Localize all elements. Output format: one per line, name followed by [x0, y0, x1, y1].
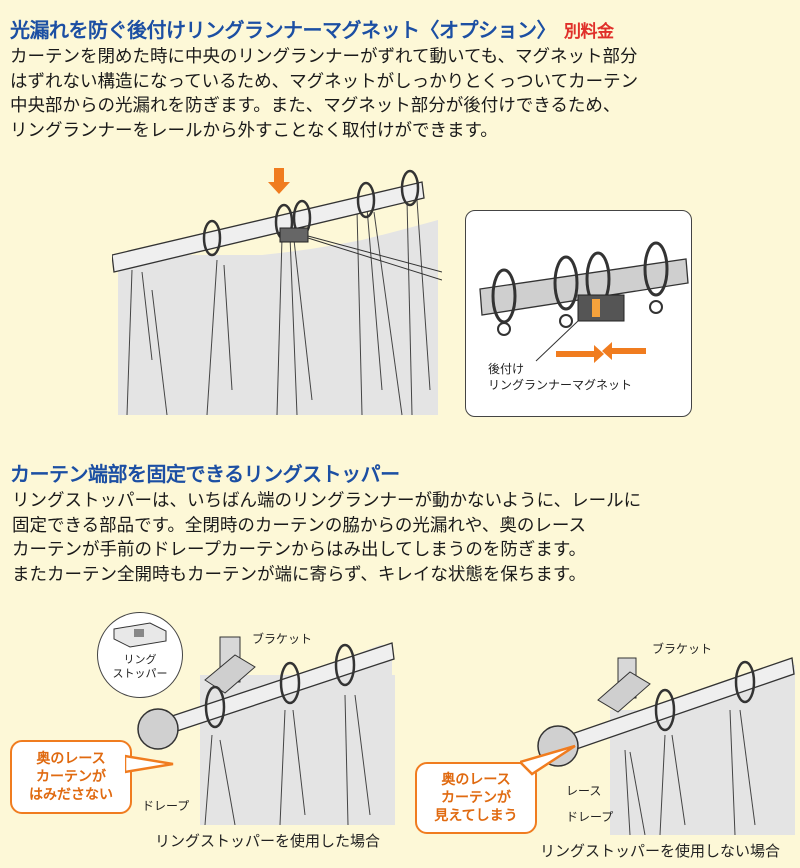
magnet-block — [279, 227, 309, 243]
magnet-label-line: 後付け — [488, 362, 525, 376]
section2-title-text: カーテン端部を固定できるリングストッパー — [10, 462, 400, 486]
callout-left-tail — [125, 754, 174, 774]
section2-line: カーテンが手前のドレープカーテンからはみ出してしまうのを防ぎます。 — [12, 540, 587, 560]
section2-description: リングストッパーは、いちばん端のリングランナーが動かないように、レールに 固定で… — [12, 489, 641, 587]
callout-line: はみださない — [29, 787, 113, 803]
with-stopper-illustration — [137, 636, 395, 825]
ring-stopper-icon — [113, 622, 167, 648]
section2-line: リングストッパーは、いちばん端のリングランナーが動かないように、レールに — [12, 491, 642, 511]
stopper-detail-bubble: リング ストッパー — [97, 612, 183, 698]
section2-line: 固定できる部品です。全閉時のカーテンの脇からの光漏れや、奥のレース — [12, 515, 586, 536]
magnet-label: 後付け リングランナーマグネット — [488, 361, 632, 393]
drape-label-left: ドレープ — [142, 799, 190, 813]
callout-line: カーテンが — [441, 790, 511, 806]
magnet-detail-drawing — [479, 241, 689, 363]
rail — [112, 181, 425, 273]
callout-right: 奥のレース カーテンが 見えてしまう — [415, 762, 537, 834]
lace-label-right: レース — [566, 784, 602, 798]
caption-without-stopper: リングストッパーを使用しない場合 — [540, 842, 781, 860]
magnet-detail-inset: 後付け リングランナーマグネット — [465, 210, 692, 417]
callout-line: カーテンが — [36, 769, 106, 785]
push-arrow-left — [602, 342, 646, 360]
section2-line: またカーテン全開時もカーテンが端に寄らず、キレイな状態を保ちます。 — [12, 564, 587, 585]
callout-line: 見えてしまう — [434, 808, 518, 824]
magnet-label-line: リングランナーマグネット — [488, 378, 633, 392]
callout-right-text: 奥のレース カーテンが 見えてしまう — [417, 771, 535, 825]
callout-right-tail — [520, 744, 576, 776]
section1-line: はずれない構造になっているため、マグネットがしっかりとくっついてカーテン — [10, 71, 639, 92]
bracket-label-right: ブラケット — [652, 642, 713, 656]
bracket-label-left: ブラケット — [252, 632, 313, 646]
push-arrow-right — [556, 345, 604, 363]
callout-left-text: 奥のレース カーテンが はみださない — [12, 750, 130, 804]
section1-title-text: 光漏れを防ぐ後付けリングランナーマグネット〈オプション〉 — [10, 18, 557, 42]
callout-left: 奥のレース カーテンが はみださない — [10, 740, 132, 814]
section1-line: 中央部からの光漏れを防ぎます。また、マグネット部分が後付けできるため、 — [10, 96, 621, 116]
stopper-label-line: リング — [123, 653, 157, 666]
section1-line: リングランナーをレールから外すことなく取付けができます。 — [10, 120, 498, 141]
drape-label-right: ドレープ — [566, 810, 614, 824]
caption-with-stopper: リングストッパーを使用した場合 — [155, 832, 381, 850]
orange-down-arrow — [268, 168, 290, 194]
without-stopper-illustration — [537, 657, 795, 835]
stopper-label: リング ストッパー — [98, 653, 182, 681]
curtain-pleats — [126, 199, 431, 416]
section1-title: 光漏れを防ぐ後付けリングランナーマグネット〈オプション〉別料金 — [10, 14, 614, 43]
callout-line: 奥のレース — [441, 772, 511, 788]
stopper-label-line: ストッパー — [112, 667, 168, 680]
section1-line: カーテンを閉めた時に中央のリングランナーがずれて動いても、マグネット部分 — [10, 47, 638, 67]
section2-title: カーテン端部を固定できるリングストッパー — [10, 458, 400, 487]
callout-line: 奥のレース — [36, 751, 106, 767]
extra-charge-label: 別料金 — [564, 22, 614, 42]
magnet-rail-illustration — [112, 168, 442, 416]
section1-description: カーテンを閉めた時に中央のリングランナーがずれて動いても、マグネット部分 はずれ… — [10, 45, 638, 143]
